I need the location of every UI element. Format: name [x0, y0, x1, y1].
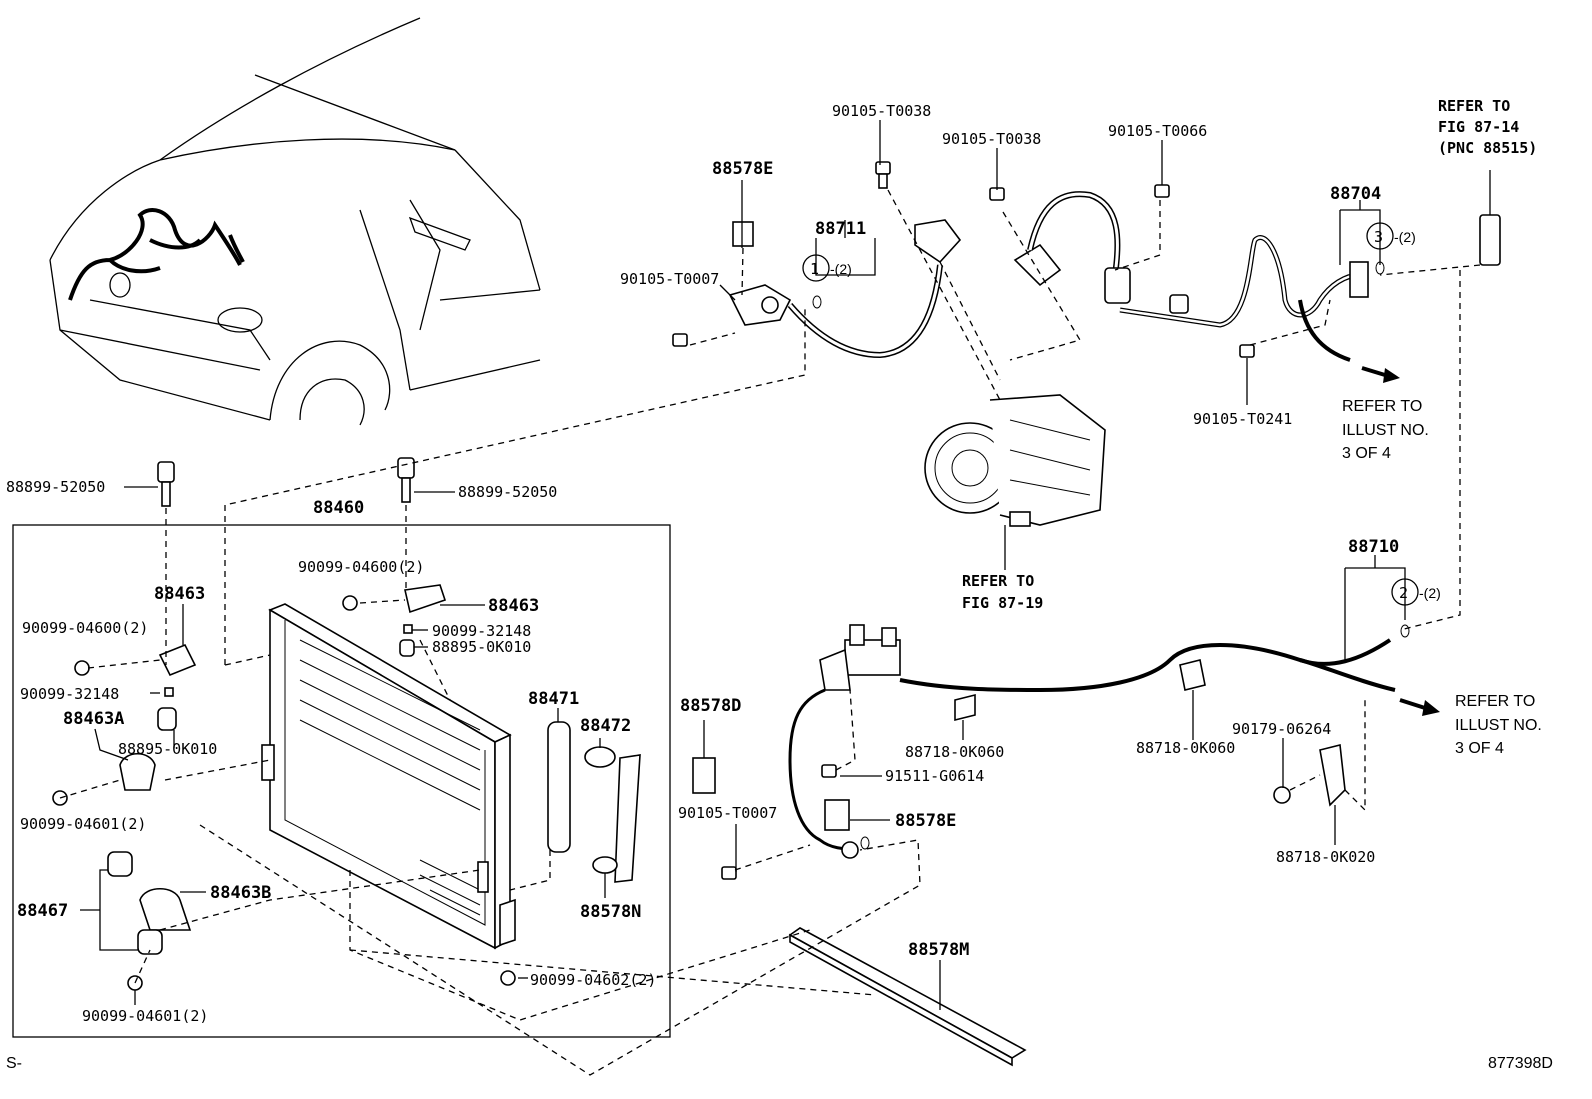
part-label-88899-52050-right: 88899-52050 — [458, 483, 557, 501]
condenser-core — [261, 603, 512, 950]
part-label-90105-T0241: 90105-T0241 — [1193, 410, 1292, 428]
part-label-91511-G0614: 91511-G0614 — [885, 767, 984, 785]
part-label-88895-0K010-left: 88895-0K010 — [118, 740, 217, 758]
part-label-88472: 88472 — [580, 716, 631, 736]
ref-fig87-19-line2: FIG 87-19 — [962, 594, 1043, 612]
circled-callout-2 — [1391, 578, 1419, 606]
part-label-88718-0K020: 88718-0K020 — [1276, 848, 1375, 866]
condenser-brackets — [52, 584, 641, 991]
condenser-assembly-frame — [12, 524, 671, 1038]
part-label-90105-T0007-bottom: 90105-T0007 — [678, 804, 777, 822]
part-label-88463-left: 88463 — [154, 584, 205, 604]
ref-illust-bottom-line3: 3 OF 4 — [1455, 740, 1504, 757]
part-label-88718-0K060-a: 88718-0K060 — [905, 743, 1004, 761]
part-label-88463A: 88463A — [63, 709, 124, 729]
part-label-90099-04600-2-top: 90099-04600(2) — [298, 558, 424, 576]
part-label-90105-T0066: 90105-T0066 — [1108, 122, 1207, 140]
circled-callout-2-text: 2 — [1399, 584, 1408, 602]
part-label-90099-04601-2-a: 90099-04601(2) — [20, 815, 146, 833]
mounting-bolts — [157, 457, 415, 507]
ref-fig87-14-line1: REFER TO — [1438, 97, 1510, 115]
circled-callout-3-text: 3 — [1374, 228, 1383, 246]
callout-1-quantity: -(2) — [830, 261, 852, 277]
part-label-90105-T0038-a: 90105-T0038 — [832, 102, 931, 120]
part-label-90179-06264: 90179-06264 — [1232, 720, 1331, 738]
ref-illust-bottom-line1: REFER TO — [1455, 693, 1535, 710]
footer-left-code: S- — [6, 1055, 22, 1072]
circled-callouts: 1 -(2) 3 -(2) 2 -(2) — [802, 222, 1441, 606]
part-label-90099-32148-left: 90099-32148 — [20, 685, 119, 703]
vehicle-illustration — [49, 17, 541, 426]
ref-illust-bottom-line2: ILLUST NO. — [1455, 717, 1542, 734]
part-label-90105-T0038-b: 90105-T0038 — [942, 130, 1041, 148]
leader-lines — [59, 120, 1491, 1076]
part-label-88578E-top: 88578E — [712, 159, 773, 179]
part-label-88899-52050-left: 88899-52050 — [6, 478, 105, 496]
ref-fig87-14-line2: FIG 87-14 — [1438, 118, 1519, 136]
part-label-88578D: 88578D — [680, 696, 741, 716]
callout-2-quantity: -(2) — [1419, 585, 1441, 601]
ref-illust-top-line3: 3 OF 4 — [1342, 445, 1391, 462]
part-label-90099-32148-right: 90099-32148 — [432, 622, 531, 640]
part-label-90099-04601-2-b: 90099-04601(2) — [82, 1007, 208, 1025]
part-label-88471: 88471 — [528, 689, 579, 709]
part-label-88460: 88460 — [313, 498, 364, 518]
part-label-88578M: 88578M — [908, 940, 969, 960]
liquid-line-88710 — [692, 624, 1396, 880]
suction-hose-88704 — [989, 184, 1501, 362]
part-labels: 88578E 88711 90105-T0038 90105-T0038 901… — [6, 102, 1399, 1025]
compressor — [924, 394, 1106, 527]
discharge-hose-88711 — [672, 161, 962, 359]
part-label-88467: 88467 — [17, 901, 68, 921]
circled-callout-3 — [1366, 222, 1394, 250]
ref-illust-top-line1: REFER TO — [1342, 398, 1422, 415]
circled-callout-1-text: 1 — [810, 260, 819, 278]
ref-illust-top-line2: ILLUST NO. — [1342, 422, 1429, 439]
foam-strip-88578M — [788, 927, 1027, 1067]
part-label-90099-04600-2-left: 90099-04600(2) — [22, 619, 148, 637]
reference-notes: REFER TO FIG 87-14 (PNC 88515) REFER TO … — [962, 97, 1542, 757]
ref-fig87-14-line3: (PNC 88515) — [1438, 139, 1537, 157]
part-label-90105-T0007-top: 90105-T0007 — [620, 270, 719, 288]
part-label-88704: 88704 — [1330, 184, 1381, 204]
part-label-88711: 88711 — [815, 219, 866, 239]
part-label-88895-0K010-right: 88895-0K010 — [432, 638, 531, 656]
part-label-88463-right: 88463 — [488, 596, 539, 616]
part-label-88710: 88710 — [1348, 537, 1399, 557]
part-label-88578E-bottom: 88578E — [895, 811, 956, 831]
callout-3-quantity: -(2) — [1394, 229, 1416, 245]
part-label-88463B: 88463B — [210, 883, 271, 903]
part-label-90099-04602-2: 90099-04602(2) — [530, 971, 656, 989]
circled-callout-1 — [802, 254, 830, 282]
figure-number: 877398D — [1488, 1055, 1553, 1072]
part-label-88578N: 88578N — [580, 902, 641, 922]
part-label-88718-0K060-b: 88718-0K060 — [1136, 739, 1235, 757]
ref-fig87-19-line1: REFER TO — [962, 572, 1034, 590]
